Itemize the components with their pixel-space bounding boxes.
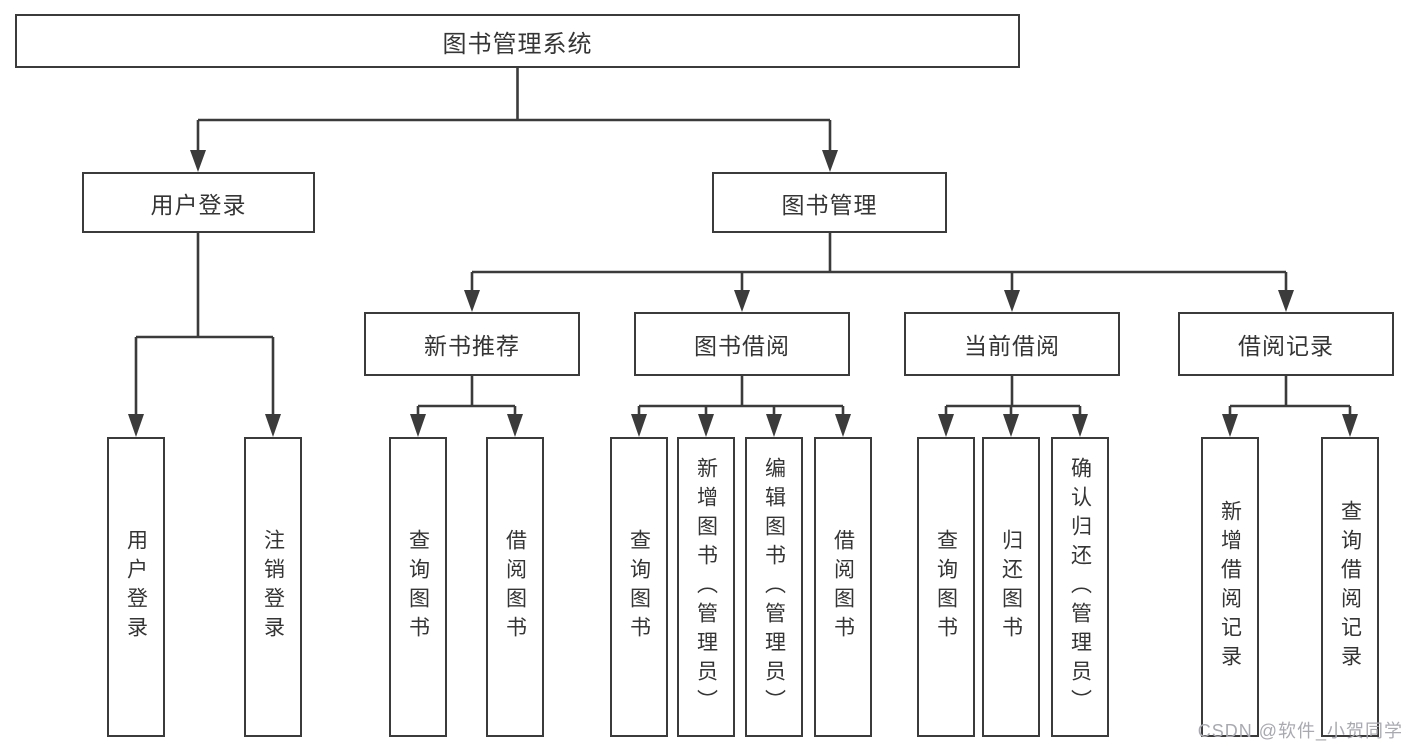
leaf-label: 查询图书	[406, 529, 430, 645]
node-label: 图书管理系统	[442, 30, 593, 58]
watermark-csdn: CSDN @软件_小贺同学	[1197, 721, 1403, 741]
node-label: 当前借阅	[964, 333, 1060, 359]
leaf-query-borrow-record: 查询借阅记录	[1321, 437, 1379, 737]
connector-root-to-level2	[190, 68, 838, 172]
node-book-management: 图书管理	[712, 172, 947, 233]
leaf-edit-book-admin: 编辑图书（管理员）	[745, 437, 803, 737]
connector-new-book-recommendation-children	[410, 376, 523, 437]
leaf-logout: 注销登录	[244, 437, 302, 737]
leaf-label: 查询图书	[934, 529, 958, 645]
connector-current-borrowing-children	[938, 376, 1088, 437]
node-book-borrowing: 图书借阅	[634, 312, 850, 376]
leaf-borrow-books-recommend: 借阅图书	[486, 437, 544, 737]
connector-borrowing-records-children	[1222, 376, 1358, 437]
node-label: 借阅记录	[1238, 333, 1334, 359]
leaf-borrow-books-borrowing: 借阅图书	[814, 437, 872, 737]
leaf-confirm-return-admin: 确认归还（管理员）	[1051, 437, 1109, 737]
leaf-label: 确认归还（管理员）	[1068, 456, 1092, 718]
connector-user-login-children	[128, 233, 281, 437]
connector-book-borrowing-children	[631, 376, 851, 437]
node-current-borrowing: 当前借阅	[904, 312, 1120, 376]
leaf-query-books-borrowing: 查询图书	[610, 437, 668, 737]
leaf-add-borrow-record: 新增借阅记录	[1201, 437, 1259, 737]
node-label: 用户登录	[150, 191, 247, 218]
node-label: 新书推荐	[424, 333, 520, 359]
leaf-label: 查询图书	[627, 529, 651, 645]
node-user-login: 用户登录	[82, 172, 315, 233]
node-label: 图书借阅	[694, 333, 790, 359]
leaf-label: 新增图书（管理员）	[694, 456, 718, 718]
leaf-query-books-current: 查询图书	[917, 437, 975, 737]
leaf-query-books-recommend: 查询图书	[389, 437, 447, 737]
leaf-label: 用户登录	[124, 529, 148, 645]
leaf-add-book-admin: 新增图书（管理员）	[677, 437, 735, 737]
node-new-book-recommendation: 新书推荐	[364, 312, 580, 376]
leaf-return-books: 归还图书	[982, 437, 1040, 737]
leaf-label: 借阅图书	[503, 529, 527, 645]
node-label: 图书管理	[781, 191, 878, 218]
leaf-user-login: 用户登录	[107, 437, 165, 737]
node-borrowing-records: 借阅记录	[1178, 312, 1394, 376]
leaf-label: 借阅图书	[831, 529, 855, 645]
node-library-management-system: 图书管理系统	[15, 14, 1020, 68]
leaf-label: 归还图书	[999, 529, 1023, 645]
leaf-label: 新增借阅记录	[1218, 500, 1242, 674]
connector-book-management-children	[464, 233, 1294, 312]
leaf-label: 查询借阅记录	[1338, 500, 1362, 674]
leaf-label: 注销登录	[261, 529, 285, 645]
leaf-label: 编辑图书（管理员）	[762, 456, 786, 718]
